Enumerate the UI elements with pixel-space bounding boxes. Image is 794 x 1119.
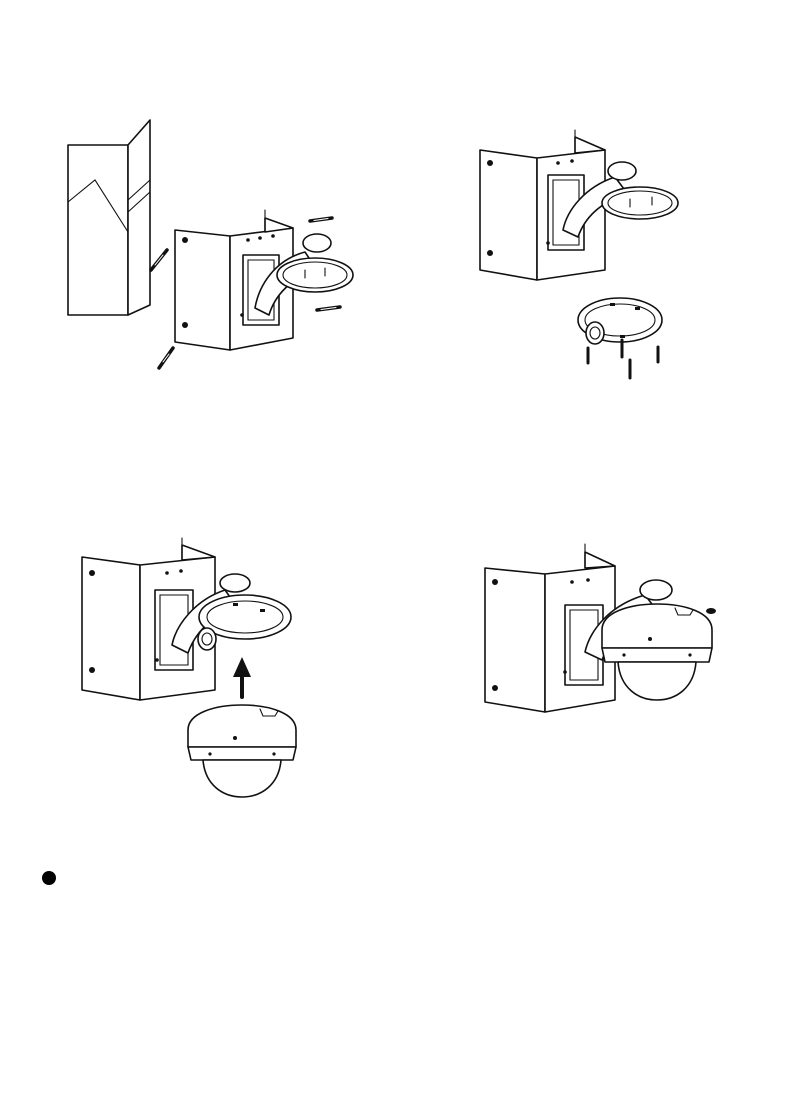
figure-step-3 [75, 535, 310, 800]
figure-step-3-drawing [75, 535, 310, 800]
figure-step-2 [470, 125, 700, 390]
screw-icon [151, 250, 167, 270]
dome-camera-icon [188, 705, 296, 797]
figure-step-1 [55, 110, 375, 380]
dome-camera-icon [602, 604, 712, 700]
figure-step-2-drawing [470, 125, 700, 390]
screw-icon [310, 218, 332, 221]
screw-icon [317, 307, 340, 310]
bullet-dot-icon [42, 871, 56, 885]
up-arrow-icon [233, 657, 251, 697]
screw-icon [159, 348, 173, 368]
wall-corner-icon [68, 120, 150, 315]
figure-step-1-drawing [55, 110, 375, 380]
figure-step-4 [480, 540, 725, 720]
screw-icon [706, 608, 716, 614]
mounting-plate-icon [578, 298, 662, 344]
figure-step-4-drawing [480, 540, 725, 720]
